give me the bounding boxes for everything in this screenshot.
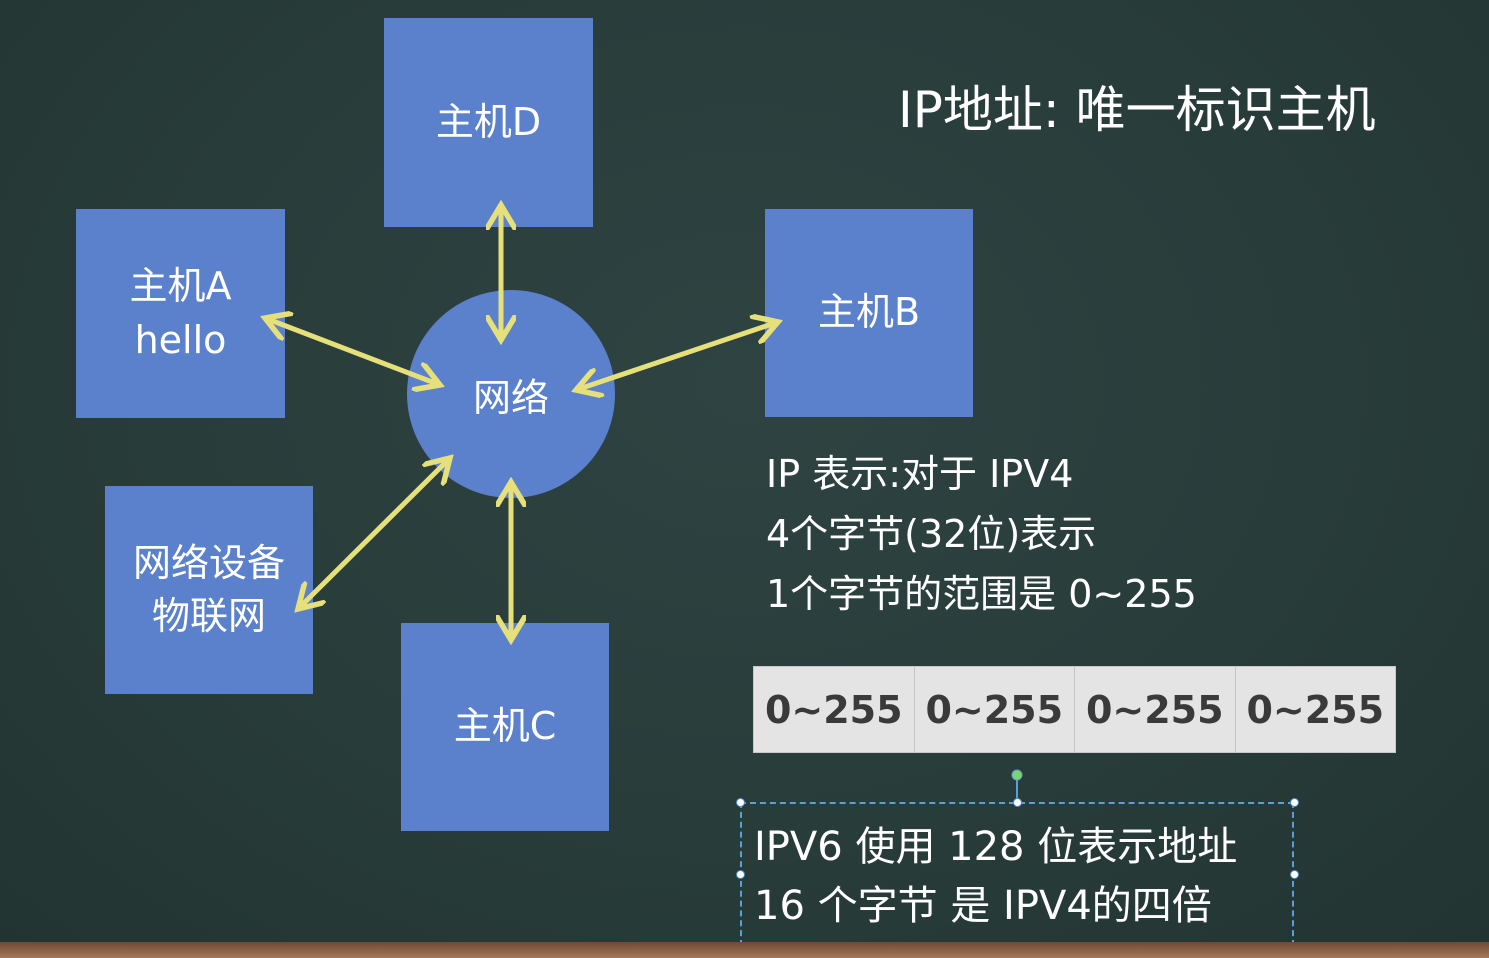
host-b-label: 主机B bbox=[817, 290, 921, 335]
ipv4-octet-4: 0~255 bbox=[1246, 687, 1385, 732]
ipv4-info: IP 表示:对于 IPV4 4个字节(32位)表示 1个字节的范围是 0~255 bbox=[766, 444, 1197, 624]
slide-title: IP地址: 唯一标识主机 bbox=[898, 81, 1376, 139]
resize-handle-left[interactable] bbox=[736, 870, 745, 879]
ipv4-octet-2: 0~255 bbox=[915, 667, 1075, 752]
arrow-network-host-b bbox=[576, 322, 778, 390]
host-d-label: 主机D bbox=[435, 99, 542, 144]
host-c-box[interactable]: 主机C bbox=[401, 623, 609, 831]
host-b-box[interactable]: 主机B bbox=[765, 209, 973, 417]
ipv4-info-line1: IP 表示:对于 IPV4 bbox=[766, 452, 1074, 496]
ipv4-info-line3: 1个字节的范围是 0~255 bbox=[766, 572, 1197, 616]
arrow-network-host-a bbox=[265, 318, 440, 385]
ipv4-info-line2: 4个字节(32位)表示 bbox=[766, 512, 1097, 556]
chalkboard-frame bbox=[0, 942, 1489, 958]
network-label: 网络 bbox=[472, 375, 549, 420]
host-c-label: 主机C bbox=[453, 704, 557, 749]
ipv6-info[interactable]: IPV6 使用 128 位表示地址 16 个字节 是 IPV4的四倍 bbox=[754, 818, 1237, 936]
host-a-box[interactable]: 主机A hello bbox=[76, 209, 285, 418]
network-device-box[interactable]: 网络设备 物联网 bbox=[105, 486, 313, 694]
ipv6-info-line1: IPV6 使用 128 位表示地址 bbox=[754, 824, 1238, 870]
arrow-network-device bbox=[298, 458, 450, 609]
iot-label: 物联网 bbox=[151, 594, 266, 638]
ipv4-octet-1: 0~255 bbox=[754, 667, 915, 752]
host-a-label: 主机A bbox=[129, 264, 232, 309]
ipv4-octet-3: 0~255 bbox=[1075, 667, 1236, 752]
resize-handle-right[interactable] bbox=[1290, 870, 1299, 879]
ipv6-info-line2: 16 个字节 是 IPV4的四倍 bbox=[754, 883, 1212, 929]
resize-handle-top-right[interactable] bbox=[1290, 798, 1299, 807]
host-d-box[interactable]: 主机D bbox=[384, 18, 593, 227]
resize-handle-top-left[interactable] bbox=[736, 798, 745, 807]
network-device-label: 网络设备 bbox=[132, 540, 285, 585]
resize-handle-top[interactable] bbox=[1013, 798, 1022, 807]
ipv4-octet-table: 0~255 0~255 0~255 0~255 bbox=[753, 666, 1396, 753]
host-a-message: hello bbox=[134, 317, 227, 362]
